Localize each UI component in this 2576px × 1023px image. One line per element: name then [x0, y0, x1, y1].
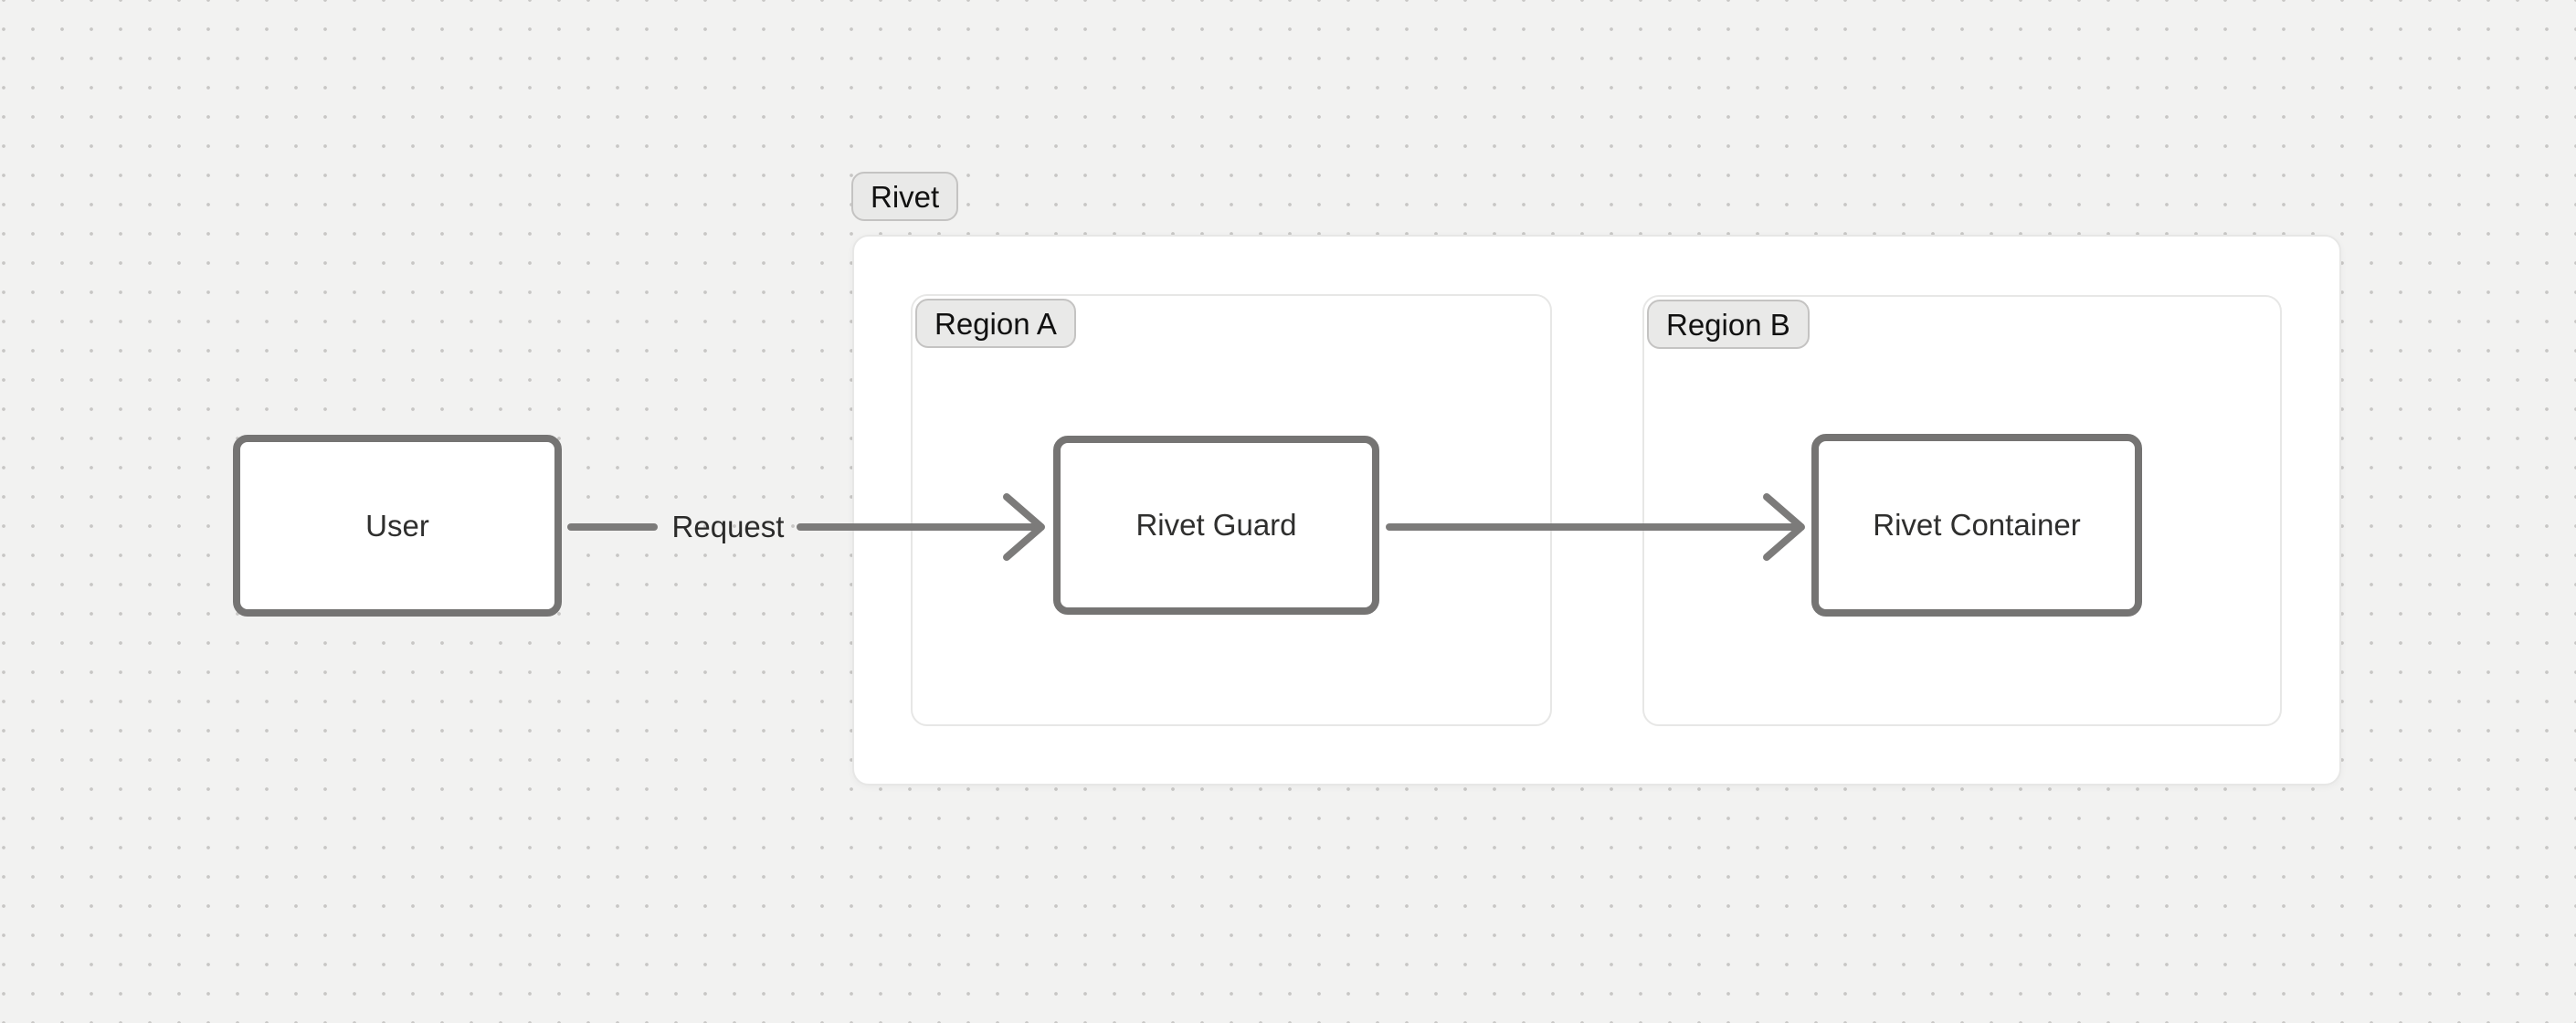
rivet-group-label: Rivet: [871, 179, 940, 214]
node-rivet-container-label: Rivet Container: [1873, 508, 2081, 542]
region-a-label: Region A: [934, 306, 1057, 341]
rivet-group-badge: Rivet: [851, 172, 959, 221]
node-rivet-guard: Rivet Guard: [1053, 436, 1379, 615]
node-user: User: [233, 435, 562, 617]
node-rivet-container: Rivet Container: [1811, 434, 2142, 617]
edge-request-label: Request: [671, 510, 785, 543]
region-b-badge: Region B: [1647, 300, 1810, 349]
region-b-label: Region B: [1666, 307, 1790, 342]
node-rivet-guard-label: Rivet Guard: [1135, 508, 1297, 542]
node-user-label: User: [365, 508, 429, 543]
region-a-badge: Region A: [915, 299, 1076, 348]
